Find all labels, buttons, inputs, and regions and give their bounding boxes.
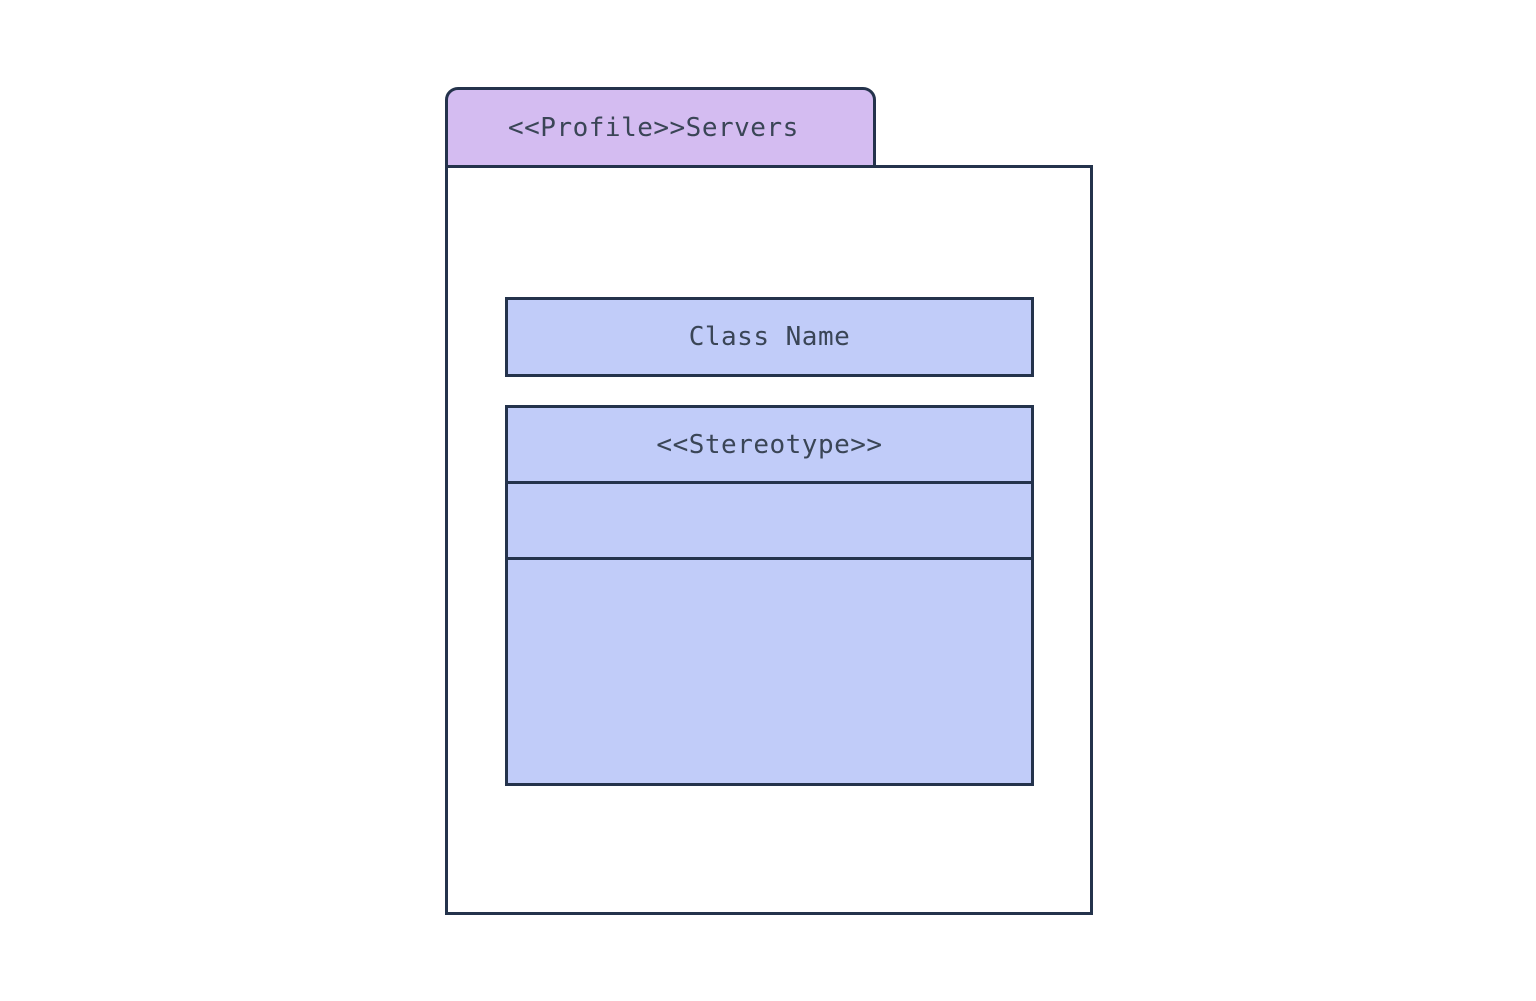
class-name-label: Class Name <box>688 322 851 352</box>
stereotype-box: <<Stereotype>> <box>505 405 1034 786</box>
class-name-box: Class Name <box>505 297 1034 377</box>
stereotype-header-compartment: <<Stereotype>> <box>508 408 1031 484</box>
profile-package-tab: <<Profile>>Servers <box>445 87 876 168</box>
stereotype-label: <<Stereotype>> <box>656 429 883 460</box>
profile-package-tab-label: <<Profile>>Servers <box>508 112 799 143</box>
stereotype-attributes-compartment <box>508 484 1031 560</box>
stereotype-operations-compartment <box>508 560 1031 783</box>
